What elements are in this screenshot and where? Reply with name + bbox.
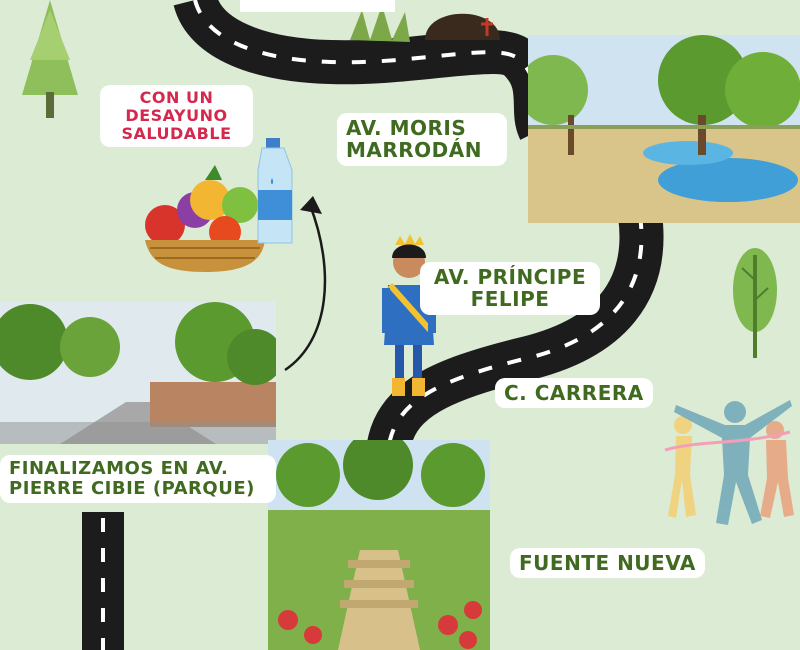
label-fuente-nueva: FUENTE NUEVA <box>510 548 705 579</box>
label-finish-pierre-cibie: FINALIZAMOS EN AV. PIERRE CIBIE (PARQUE) <box>0 455 276 504</box>
water-bottle-icon <box>257 138 293 244</box>
photo-moris-marrodan-park <box>528 35 800 223</box>
dark-hut-icon <box>425 13 500 40</box>
leaf-tree-icon <box>733 248 777 358</box>
photo-pierre-cibie-avenue <box>0 302 276 444</box>
label-av-moris-marrodan: AV. MORIS MARRODÁN <box>337 113 507 166</box>
label-av-principe-felipe: AV. PRÍNCIPE FELIPE <box>420 262 600 315</box>
top-label-edge <box>240 0 395 12</box>
label-c-carrera: C. CARRERA <box>495 378 653 409</box>
breakfast-note-label: CON UN DESAYUNO SALUDABLE <box>100 85 253 147</box>
curved-arrow-icon <box>284 204 327 372</box>
photo-fuente-nueva-garden <box>268 440 490 650</box>
fruit-basket-icon <box>145 165 265 272</box>
grass-plant-icon <box>350 5 410 42</box>
pine-tree-icon <box>22 0 78 118</box>
arrow-head-icon <box>300 196 322 214</box>
